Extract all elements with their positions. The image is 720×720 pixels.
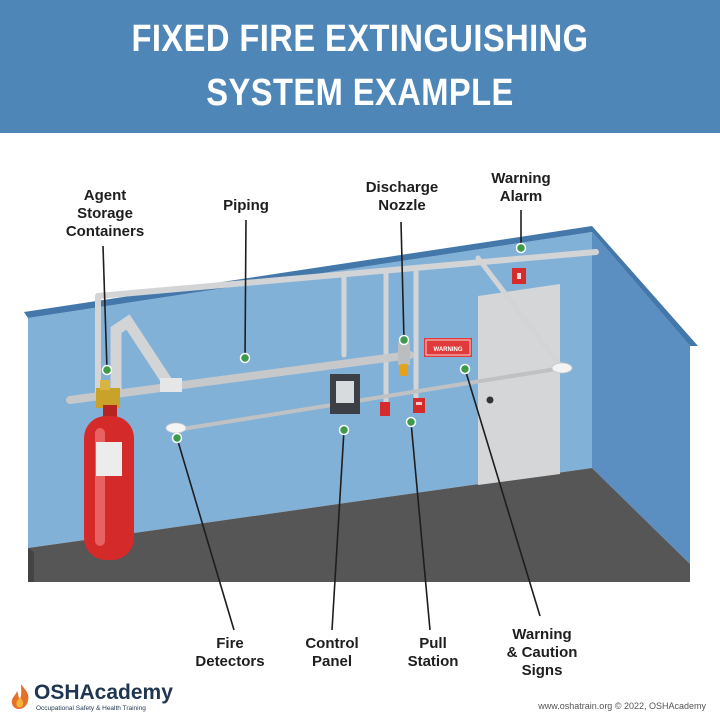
extinguisher-cylinder	[84, 416, 134, 560]
dot-signs	[459, 363, 471, 375]
title-line-2: SYSTEM EXAMPLE	[206, 72, 514, 114]
label-alarm: Alarm	[499, 188, 543, 205]
label-pull-station: Pull Station	[393, 635, 473, 671]
label-discharge: Discharge	[365, 179, 439, 196]
title-banner: FIXED FIRE EXTINGUISHING SYSTEM EXAMPLE	[0, 0, 720, 133]
label-storage: Storage	[77, 205, 133, 222]
extinguisher-label	[96, 442, 122, 476]
label-piping-text: Piping	[223, 197, 269, 214]
label-containers: Containers	[65, 223, 145, 240]
label-agent: Agent	[83, 187, 127, 204]
valve-cap	[100, 380, 110, 390]
valve-assembly	[96, 388, 120, 408]
label-warning-caution-signs: Warning & Caution Signs	[490, 626, 594, 680]
title-line-1: FIXED FIRE EXTINGUISHING	[131, 18, 589, 60]
flame-logo-icon	[11, 684, 29, 709]
label-warning: Warning	[491, 170, 551, 187]
dot-control-panel	[338, 424, 350, 436]
leader-dots	[101, 242, 527, 444]
pipe-fitting	[160, 378, 182, 392]
side-wall	[592, 232, 690, 564]
pull-station-handle	[416, 402, 422, 405]
back-wall	[28, 232, 592, 548]
nozzle-tip	[400, 364, 408, 376]
floor-front-edge	[28, 548, 34, 582]
label-signs-caution: & Caution	[506, 644, 578, 661]
pull-station	[413, 398, 425, 413]
floor	[28, 468, 690, 582]
warning-sign-border	[425, 339, 471, 356]
dot-piping	[239, 352, 251, 364]
label-piping: Piping	[206, 197, 286, 215]
warning-sign	[424, 338, 472, 357]
label-fire-detectors: Fire Detectors	[180, 635, 280, 671]
door	[478, 284, 560, 485]
dot-nozzle	[398, 334, 410, 346]
label-warning-alarm: Warning Alarm	[476, 170, 566, 206]
label-station: Station	[407, 653, 459, 670]
dot-detector	[171, 432, 183, 444]
label-signs: Signs	[521, 662, 563, 679]
oshacademy-logo: OSHAcademy Occupational Safety & Health …	[6, 681, 186, 715]
pull-station-box	[380, 402, 390, 416]
dot-agent-storage	[101, 364, 113, 376]
label-agent-storage-containers: Agent Storage Containers	[50, 187, 160, 241]
copyright-credit: www.oshatrain.org © 2022, OSHAcademy	[538, 701, 706, 711]
dot-pull-station	[405, 416, 417, 428]
label-signs-warning: Warning	[512, 626, 572, 643]
warning-sign-text: WARNING	[434, 347, 463, 353]
piping-network	[66, 249, 599, 432]
nozzle-body	[398, 343, 410, 365]
label-discharge-nozzle: Discharge Nozzle	[350, 179, 454, 215]
leader-lines	[102, 210, 541, 631]
control-panel-screen	[336, 381, 354, 403]
label-control-panel: Control Panel	[290, 635, 374, 671]
label-panel: Panel	[311, 653, 353, 670]
label-control: Control	[305, 635, 359, 652]
logo-tagline: Occupational Safety & Health Training	[36, 705, 146, 712]
logo-name: OSHAcademy	[34, 681, 173, 704]
label-fire: Fire	[216, 635, 244, 652]
room-diagram: WARNING	[24, 210, 698, 631]
door-knob	[486, 396, 494, 404]
dot-alarm	[515, 242, 527, 254]
label-pull: Pull	[419, 635, 447, 652]
fire-detector-right	[551, 362, 573, 374]
warning-alarm-strobe	[517, 273, 521, 279]
fire-detector	[165, 422, 187, 434]
label-nozzle: Nozzle	[378, 197, 426, 214]
label-detectors: Detectors	[195, 653, 265, 670]
